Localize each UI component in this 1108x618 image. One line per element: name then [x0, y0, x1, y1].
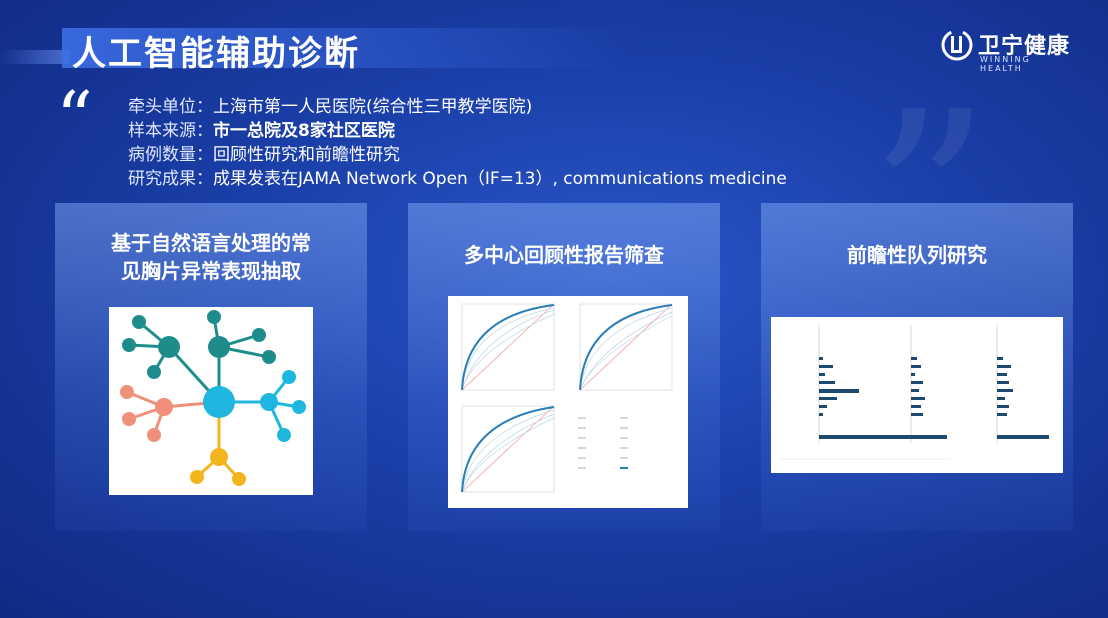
card-nlp-extraction: 基于自然语言处理的常 见胸片异常表现抽取 [55, 203, 367, 531]
mind-map-figure [109, 307, 313, 495]
logo-name-en: WINNING HEALTH [980, 55, 1031, 73]
info-row-source: 样本来源：市一总院及8家社区医院 [128, 121, 395, 141]
logo-name-cn: 卫宁健康 [978, 34, 1071, 59]
roc-curves-diagram [461, 303, 673, 493]
info-row-cases: 病例数量：回顾性研究和前瞻性研究 [128, 145, 400, 165]
card-prospective-cohort: 前瞻性队列研究 [761, 203, 1073, 531]
info-list: 牵头单位：上海市第一人民医院(综合性三甲教学医院) 样本来源：市一总院及8家社区… [128, 95, 787, 191]
info-row-results: 研究成果：成果发表在JAMA Network Open（IF=13）, comm… [128, 169, 787, 189]
card-title: 基于自然语言处理的常 见胸片异常表现抽取 [111, 231, 311, 283]
card-title: 前瞻性队列研究 [847, 243, 987, 267]
roc-curves-figure [448, 296, 688, 508]
info-row-lead: 牵头单位：上海市第一人民医院(综合性三甲教学医院) [128, 97, 533, 117]
bar-charts-diagram [779, 325, 1049, 460]
title-band [62, 28, 622, 68]
title-accent-bar [0, 50, 70, 64]
bar-charts-figure [771, 317, 1063, 473]
card-retrospective-screening: 多中心回顾性报告筛查 [408, 203, 720, 531]
logo: 卫宁健康 WINNING HEALTH [940, 26, 1071, 73]
logo-mark-icon [941, 29, 973, 61]
quote-open-icon: “ [56, 76, 93, 160]
page-title: 人工智能辅助诊断 [72, 34, 360, 74]
card-title: 多中心回顾性报告筛查 [464, 243, 664, 267]
mind-map-diagram [120, 310, 306, 486]
